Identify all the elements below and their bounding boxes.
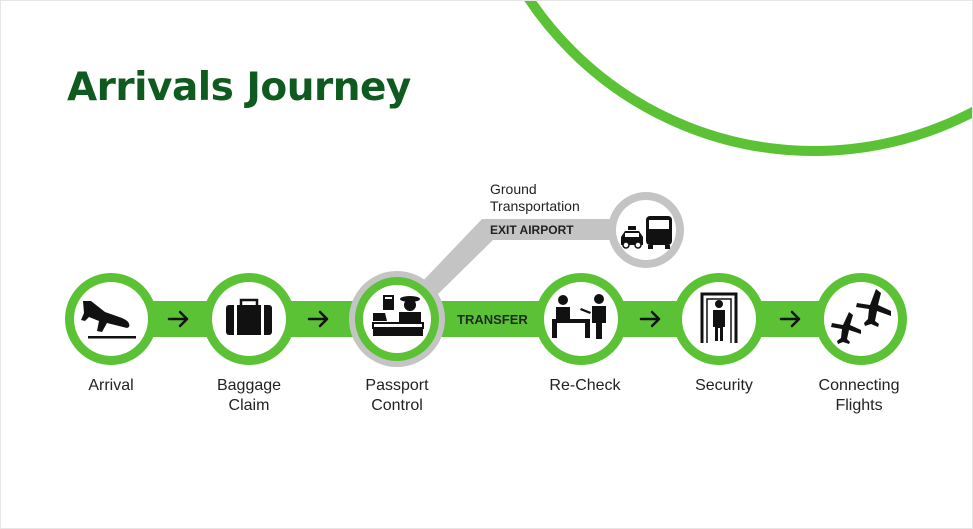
page-title: Arrivals Journey	[67, 65, 411, 110]
passport-officer-icon	[372, 295, 424, 336]
branch-ground-transportation-circle	[608, 192, 684, 268]
step-label-line: Connecting	[818, 377, 900, 394]
step-label-line: Security	[695, 377, 753, 394]
right-arrow-icon	[639, 310, 661, 328]
step-label-line: Flights	[835, 397, 883, 414]
step-label-line: Claim	[228, 397, 270, 414]
step-label-line: Passport	[365, 377, 429, 394]
step-re-check-circle	[535, 273, 627, 365]
exit-airport-label: EXIT AIRPORT	[490, 223, 574, 237]
step-label-re-check: Re-Check	[515, 376, 655, 396]
step-label-baggage-claim: Baggage Claim	[179, 376, 319, 416]
step-label-arrival: Arrival	[41, 376, 181, 396]
right-arrow-icon	[167, 310, 189, 328]
transfer-label: TRANSFER	[457, 312, 528, 327]
step-connecting-flights-circle	[815, 273, 907, 365]
right-arrow-icon	[779, 310, 801, 328]
step-label-line: Baggage	[216, 377, 282, 394]
taxi-and-bus-icon	[621, 216, 672, 249]
ground-transportation-label: Ground Transportation	[490, 181, 580, 215]
right-arrow-icon	[307, 310, 329, 328]
step-arrival-circle	[65, 273, 157, 365]
ground-transportation-label-line-2: Transportation	[490, 198, 580, 214]
step-label-passport-control: Passport Control	[327, 376, 467, 416]
step-label-connecting-flights: Connecting Flights	[789, 376, 929, 416]
connecting-planes-icon	[831, 289, 891, 344]
exit-airport-connector	[419, 219, 622, 299]
step-passport-control-circle	[349, 271, 445, 367]
ground-transportation-label-line-1: Ground	[490, 181, 537, 197]
step-label-line: Re-Check	[549, 377, 621, 394]
suitcase-icon	[226, 298, 272, 335]
step-security-circle	[673, 273, 765, 365]
step-baggage-claim-circle	[203, 273, 295, 365]
step-label-line: Arrival	[88, 377, 134, 394]
check-in-desk-icon	[552, 294, 606, 339]
landing-plane-icon	[81, 301, 136, 339]
step-label-security: Security	[654, 376, 794, 396]
step-label-line: Control	[371, 397, 423, 414]
body-scanner-icon	[700, 292, 738, 343]
